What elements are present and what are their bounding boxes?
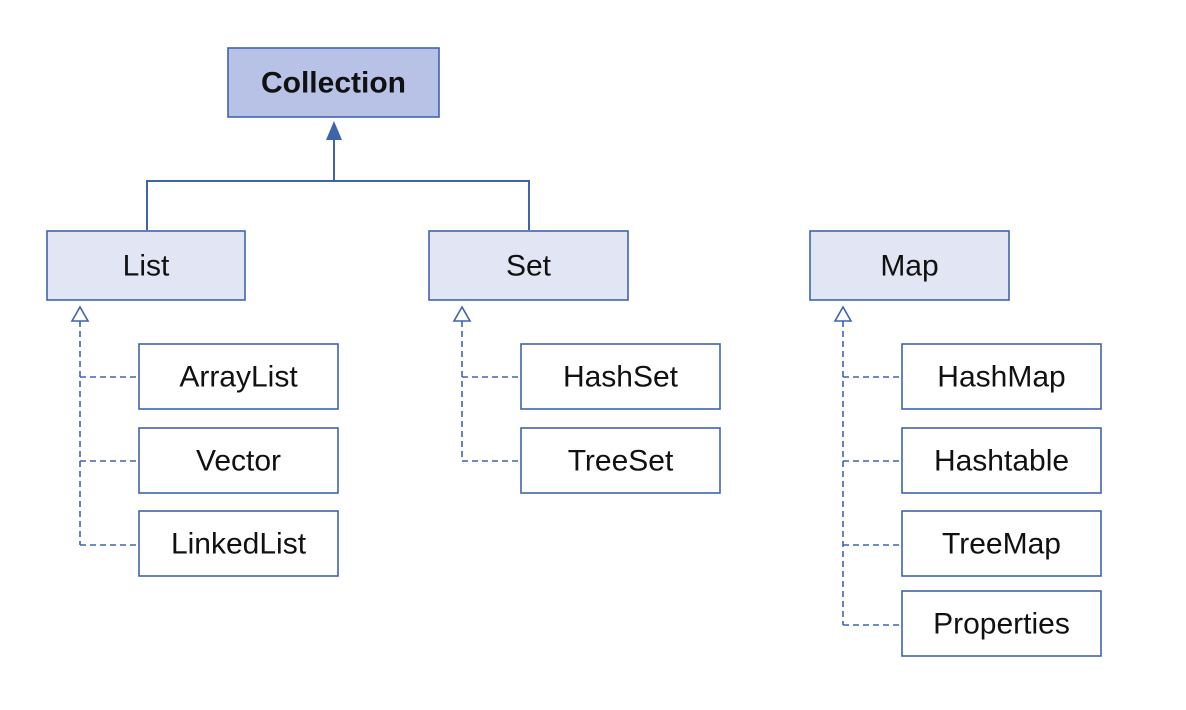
node-hashmap-label: HashMap bbox=[937, 361, 1065, 394]
node-properties: Properties bbox=[901, 590, 1102, 657]
node-treeset-label: TreeSet bbox=[568, 445, 674, 478]
node-hashset: HashSet bbox=[520, 343, 721, 410]
node-set-label: Set bbox=[506, 250, 552, 283]
list-hollow-triangle-icon bbox=[70, 305, 90, 322]
inheritance-connectors bbox=[146, 138, 530, 230]
node-arraylist-label: ArrayList bbox=[179, 361, 298, 394]
node-properties-label: Properties bbox=[933, 608, 1070, 641]
node-set: Set bbox=[428, 230, 629, 301]
node-collection: Collection bbox=[227, 47, 440, 118]
inheritance-arrowhead-icon bbox=[326, 121, 342, 140]
node-treemap: TreeMap bbox=[901, 510, 1102, 577]
node-linkedlist-label: LinkedList bbox=[171, 528, 307, 561]
node-map-label: Map bbox=[880, 250, 938, 283]
node-hashset-label: HashSet bbox=[563, 361, 679, 394]
implementation-connectors bbox=[79, 321, 901, 626]
node-list: List bbox=[46, 230, 246, 301]
node-treemap-label: TreeMap bbox=[942, 528, 1061, 561]
node-list-label: List bbox=[123, 250, 170, 283]
set-hollow-triangle-icon bbox=[452, 305, 472, 322]
node-collection-label: Collection bbox=[261, 67, 406, 100]
node-arraylist: ArrayList bbox=[138, 343, 339, 410]
node-hashtable: Hashtable bbox=[901, 427, 1102, 494]
map-hollow-triangle-icon bbox=[833, 305, 853, 322]
node-hashtable-label: Hashtable bbox=[934, 445, 1069, 478]
node-vector: Vector bbox=[138, 427, 339, 494]
node-treeset: TreeSet bbox=[520, 427, 721, 494]
node-hashmap: HashMap bbox=[901, 343, 1102, 410]
node-linkedlist: LinkedList bbox=[138, 510, 339, 577]
node-vector-label: Vector bbox=[196, 445, 281, 478]
realization-arrowheads bbox=[70, 305, 853, 322]
node-map: Map bbox=[809, 230, 1010, 301]
